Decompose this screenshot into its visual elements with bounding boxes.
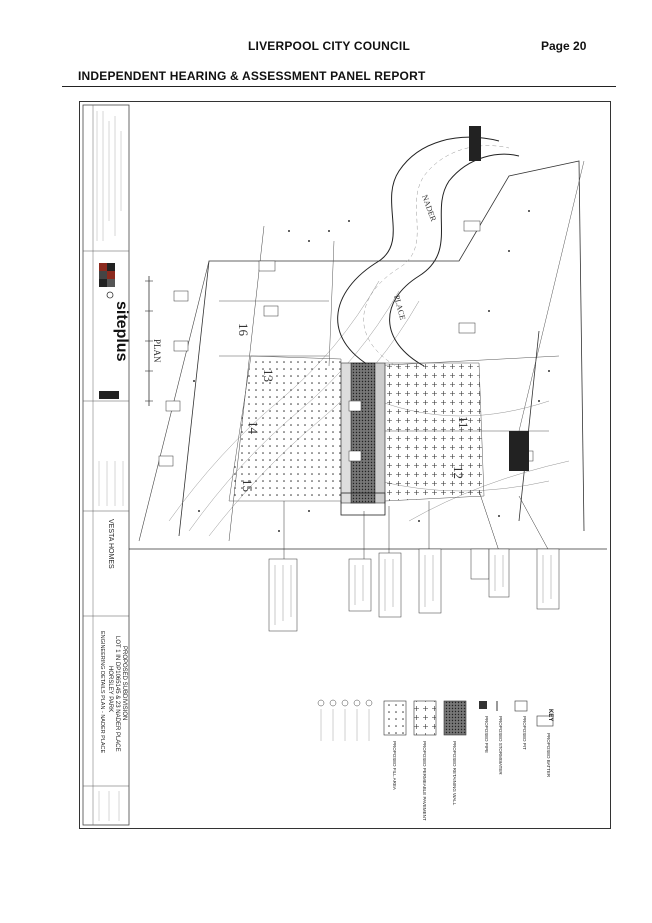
key-item-2: PROPOSED PIT bbox=[522, 716, 527, 750]
lot-14: 14 bbox=[246, 421, 261, 435]
drawing-title-4: ENGINEERING DETAILS PLAN - NADER PLACE bbox=[99, 631, 105, 753]
key-item-5: PROPOSED RETAINING WALL bbox=[452, 741, 457, 806]
lot-15: 15 bbox=[240, 479, 255, 492]
lot-12: 12 bbox=[451, 466, 466, 479]
report-title: INDEPENDENT HEARING & ASSESSMENT PANEL R… bbox=[78, 69, 426, 83]
lot-16: 16 bbox=[236, 323, 251, 337]
key-item-4: PROPOSED PIPE bbox=[484, 716, 489, 753]
drawing-title-1: PROPOSED SUBDIVISION bbox=[121, 646, 127, 720]
drawing-title-2: LOT 1 IN DP1065145 & 23 NADER PLACE bbox=[114, 636, 120, 752]
callout-labels bbox=[268, 490, 560, 632]
brand-name: siteplus bbox=[113, 301, 130, 362]
lot-11: 11 bbox=[456, 416, 471, 429]
page-number: Page 20 bbox=[541, 39, 587, 53]
client-name: VESTA HOMES bbox=[107, 519, 114, 569]
siteplus-logo: siteplus bbox=[99, 263, 130, 399]
site-plan: NADER PLACE 16 13 14 15 11 12 PLAN bbox=[138, 126, 585, 542]
title-block: siteplus VESTA HOMES PROPOSED SUBDIVISIO… bbox=[82, 104, 130, 826]
legend: KEY PROPOSED BATTER PROPOSED PIT PROPOSE… bbox=[317, 699, 554, 821]
engineering-plan-drawing: siteplus VESTA HOMES PROPOSED SUBDIVISIO… bbox=[79, 101, 611, 829]
key-item-1: PROPOSED BATTER bbox=[546, 733, 551, 778]
key-heading: KEY bbox=[547, 709, 553, 721]
lot-13: 13 bbox=[261, 369, 276, 382]
key-item-3: PROPOSED STORMWATER bbox=[498, 716, 503, 775]
key-item-6: PROPOSED PERMEABLE PAVEMENT bbox=[422, 741, 427, 821]
council-name: LIVERPOOL CITY COUNCIL bbox=[248, 39, 410, 53]
street-label-place: PLACE bbox=[392, 294, 407, 321]
drawing-title-3: HORSLEY PARK bbox=[107, 666, 113, 712]
plan-view-label: PLAN bbox=[152, 339, 162, 363]
key-item-7: PROPOSED FILL AREA bbox=[392, 741, 397, 790]
street-label-nader: NADER bbox=[420, 194, 438, 224]
sheet-border bbox=[79, 101, 611, 829]
header-divider bbox=[62, 86, 616, 87]
